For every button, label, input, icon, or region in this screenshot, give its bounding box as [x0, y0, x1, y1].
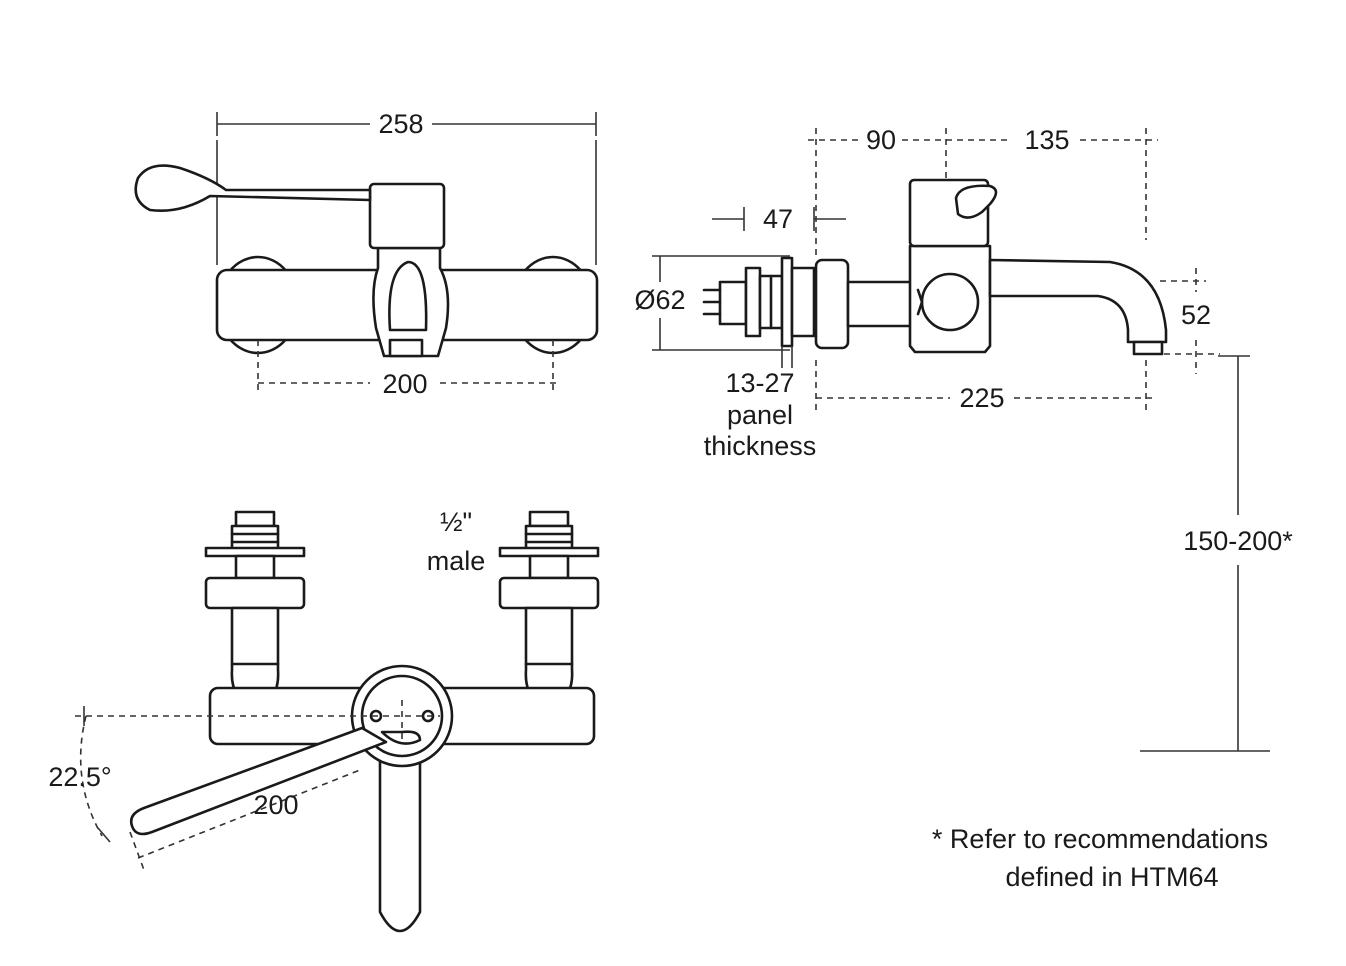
label-lever-length: 200 — [253, 790, 298, 820]
spout-aerator — [1132, 340, 1164, 356]
label-overall-depth: 225 — [959, 383, 1004, 413]
inlet-tail — [718, 280, 748, 326]
label-spout-reach: 135 — [1024, 125, 1069, 155]
footnote-line-2: defined in HTM64 — [1005, 862, 1218, 892]
dim-flange-diameter: Ø62 — [634, 255, 790, 351]
panel-washer — [780, 256, 794, 348]
aerator — [388, 338, 424, 358]
side-lever — [954, 184, 998, 219]
label-spout-height: 52 — [1181, 300, 1211, 330]
dim-mounting-height: 150-200* — [1140, 355, 1293, 752]
label-backplate-depth: 90 — [866, 125, 896, 155]
dim-overall-width: 258 — [216, 109, 597, 139]
right-flange-top — [498, 576, 600, 610]
label-thickness-word: thickness — [704, 431, 817, 461]
label-thread-type: male — [427, 546, 486, 576]
label-flange-diameter: Ø62 — [634, 285, 685, 315]
backplate — [814, 258, 850, 350]
spout-outlet — [388, 260, 428, 332]
lever-rest-position — [378, 744, 422, 933]
label-panel-range: 13-27 — [725, 368, 794, 398]
footnote-line-1: * Refer to recommendations — [932, 824, 1268, 854]
dim-depth-reach: 90 135 — [808, 125, 1158, 255]
front-view: 258 200 — [134, 109, 599, 399]
side-boss — [920, 272, 980, 332]
left-flange-top — [204, 576, 306, 610]
cartridge-head — [368, 182, 446, 250]
left-inlet — [204, 510, 306, 710]
dim-spout-height: 52 — [1160, 268, 1220, 374]
side-view: 90 135 47 Ø62 — [634, 125, 1220, 461]
top-view: ½" male 22.5° 200 — [48, 507, 600, 933]
label-overall-width: 258 — [378, 109, 423, 139]
right-inlet — [498, 510, 600, 710]
dim-centres: 200 — [257, 340, 560, 399]
footnote: * Refer to recommendations defined in HT… — [932, 824, 1268, 892]
dim-overall-depth: 225 — [815, 360, 1154, 413]
label-thread-size: ½" — [440, 507, 472, 537]
mounting-nut — [790, 266, 816, 338]
body-neck — [846, 280, 914, 328]
label-thread-length: 47 — [763, 204, 793, 234]
label-centres: 200 — [382, 369, 427, 399]
label-mounting-height: 150-200* — [1183, 526, 1293, 556]
lever-rotated-position — [129, 726, 388, 836]
dim-panel-thickness: 13-27 panel thickness — [704, 346, 817, 461]
front-lever — [134, 164, 372, 212]
backnut — [744, 266, 762, 338]
side-spout — [988, 258, 1168, 344]
label-panel-word: panel — [727, 400, 793, 430]
label-lever-angle: 22.5° — [48, 762, 111, 792]
dim-thread-length: 47 — [712, 204, 846, 234]
